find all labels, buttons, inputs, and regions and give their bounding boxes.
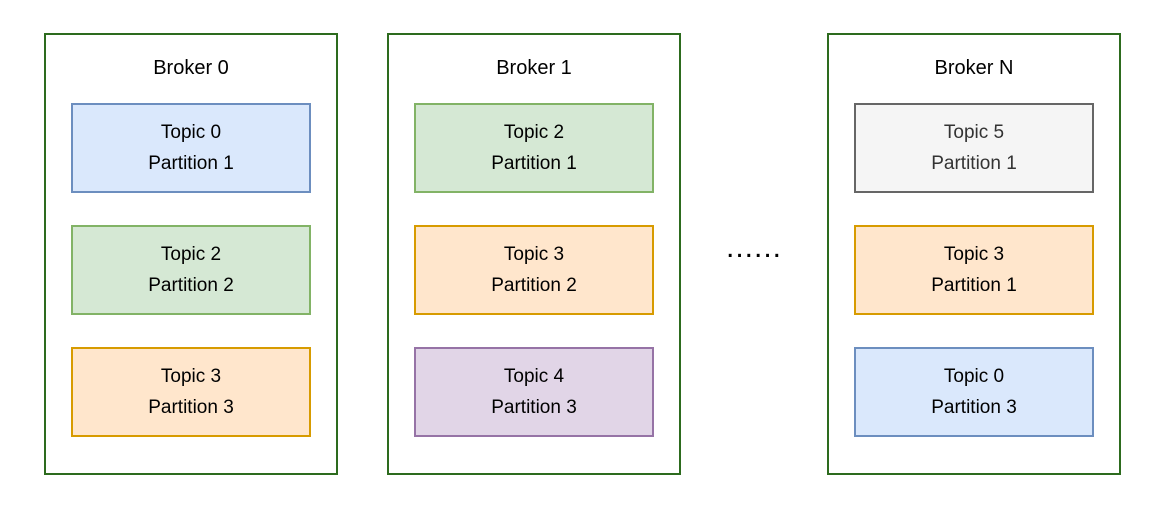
topic-partition-box: Topic 0 Partition 1	[71, 103, 311, 193]
broker-title: Broker 1	[496, 57, 572, 79]
broker-box-1: Broker 1 Topic 2 Partition 1 Topic 3 Par…	[387, 33, 681, 475]
partition-label: Partition 2	[148, 275, 234, 296]
topic-label: Topic 4	[503, 366, 565, 387]
topic-partition-box: Topic 2 Partition 1	[414, 103, 654, 193]
topic-label: Topic 0	[160, 122, 222, 143]
broker-title: Broker N	[934, 57, 1014, 79]
topic-partition-box: Topic 3 Partition 1	[854, 225, 1094, 315]
topic-label: Topic 2	[503, 122, 565, 143]
broker-title: Broker 0	[153, 57, 229, 79]
partition-label: Partition 1	[931, 275, 1017, 296]
ellipsis-dots: ......	[725, 231, 782, 264]
topic-partition-box: Topic 2 Partition 2	[71, 225, 311, 315]
partition-label: Partition 3	[931, 397, 1017, 418]
partition-label: Partition 3	[148, 397, 234, 418]
partition-label: Partition 1	[931, 153, 1017, 174]
topic-label: Topic 3	[160, 366, 222, 387]
topic-partition-box: Topic 3 Partition 3	[71, 347, 311, 437]
partition-label: Partition 1	[148, 153, 234, 174]
topic-partition-box: Topic 4 Partition 3	[414, 347, 654, 437]
topic-label: Topic 5	[943, 122, 1005, 143]
partition-label: Partition 2	[491, 275, 577, 296]
broker-box-n: Broker N Topic 5 Partition 1 Topic 3 Par…	[827, 33, 1121, 475]
topic-label: Topic 2	[160, 244, 222, 265]
topic-partition-box: Topic 3 Partition 2	[414, 225, 654, 315]
broker-box-0: Broker 0 Topic 0 Partition 1 Topic 2 Par…	[44, 33, 338, 475]
topic-label: Topic 3	[503, 244, 565, 265]
topic-label: Topic 0	[943, 366, 1005, 387]
topic-partition-box: Topic 5 Partition 1	[854, 103, 1094, 193]
topic-partition-box: Topic 0 Partition 3	[854, 347, 1094, 437]
partition-label: Partition 3	[491, 397, 577, 418]
topic-label: Topic 3	[943, 244, 1005, 265]
partition-label: Partition 1	[491, 153, 577, 174]
